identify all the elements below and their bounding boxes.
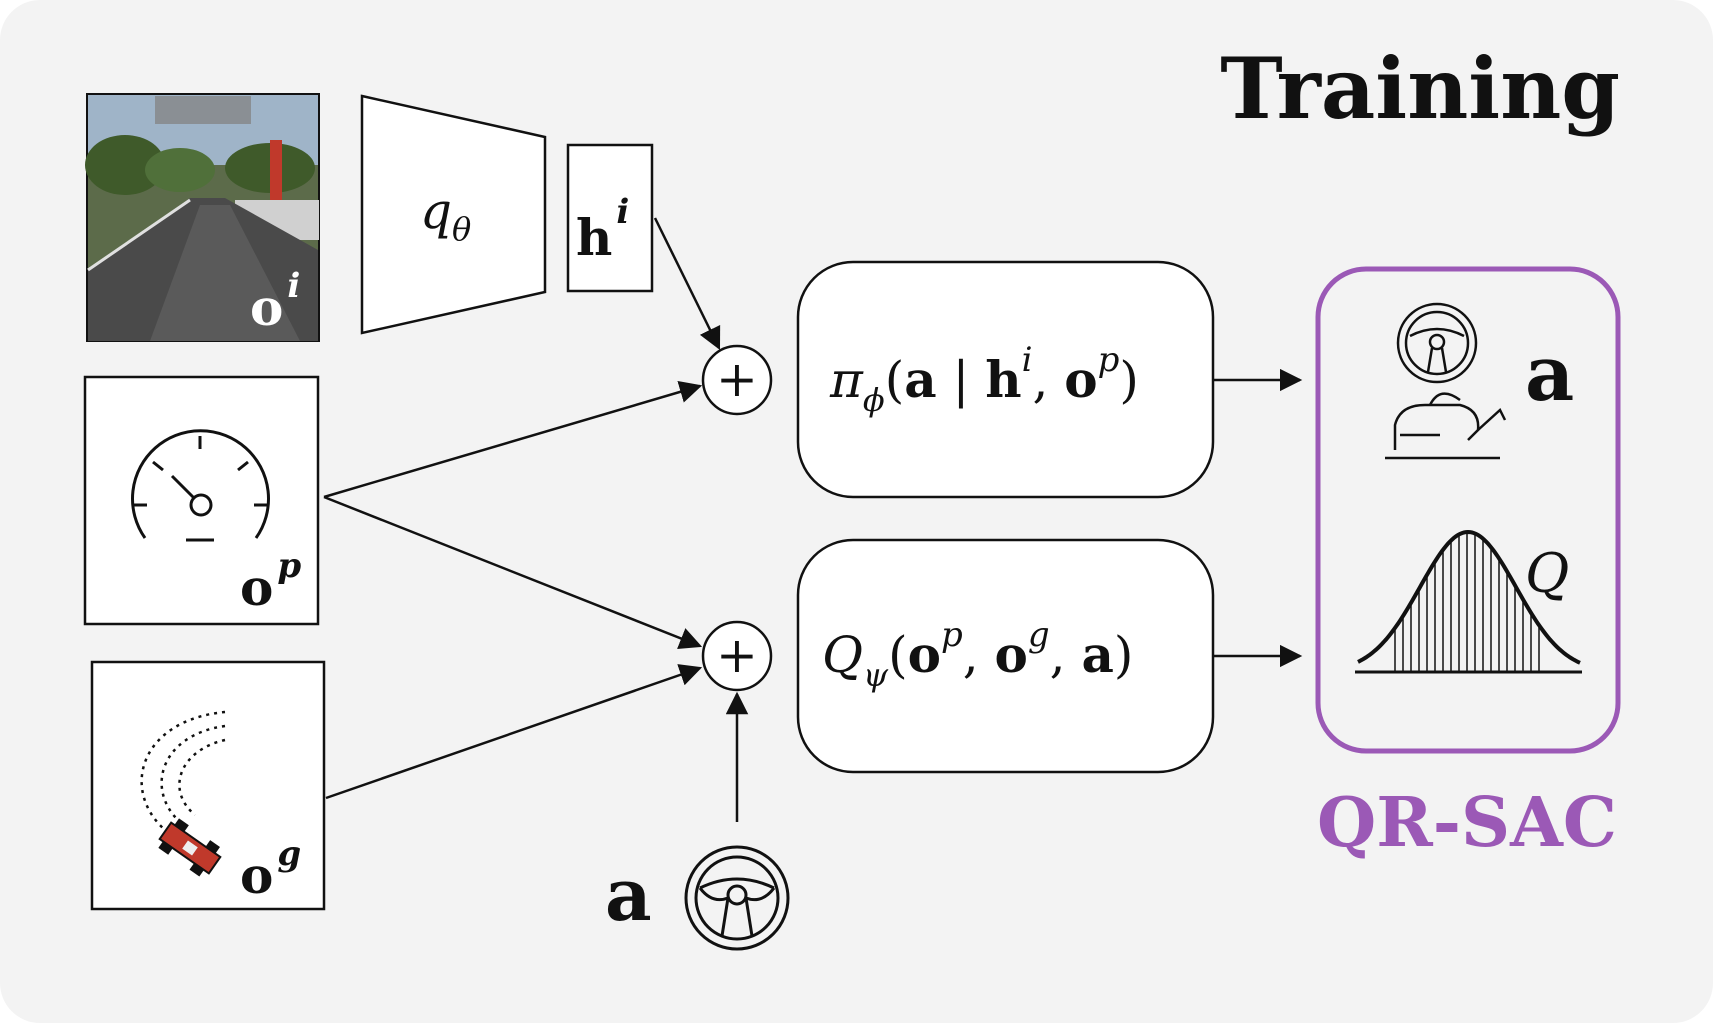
qr-sac-label: QR-SAC [1317, 783, 1617, 863]
svg-text:+: + [716, 626, 758, 684]
output-action-label: a [1525, 329, 1574, 418]
combiner-policy: + [703, 346, 771, 414]
combiner-critic: + [703, 622, 771, 690]
action-input-label: a [605, 852, 652, 937]
svg-text:+: + [716, 350, 758, 408]
encoder-block: qθ [362, 96, 545, 333]
output-q-label: Q [1525, 542, 1569, 605]
policy-block: πϕ(a | hi, op) [798, 262, 1213, 497]
diagram-title: Training [1220, 39, 1620, 138]
critic-block: Qψ(op, og, a) [798, 540, 1213, 772]
